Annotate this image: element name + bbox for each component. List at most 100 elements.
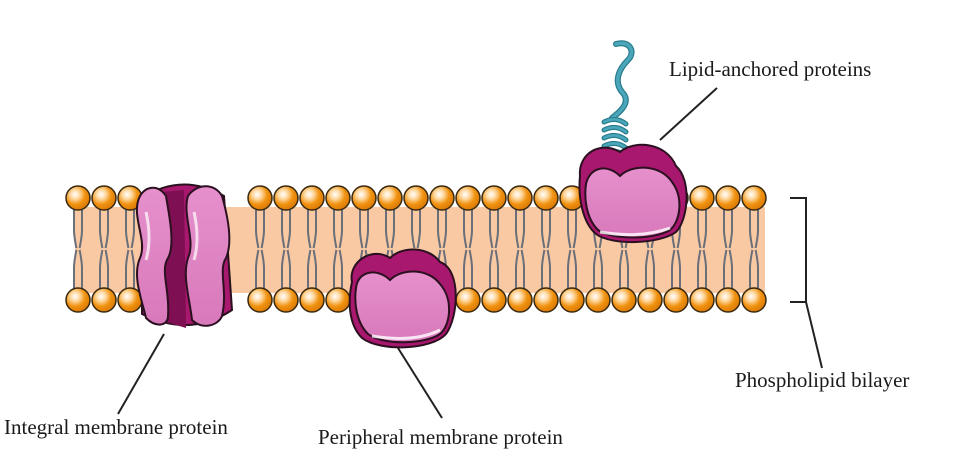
lipid-tail <box>489 210 494 249</box>
phosphate-head <box>351 185 377 211</box>
lipid-tail <box>723 210 728 249</box>
phosphate-head <box>507 287 533 313</box>
lipid-tail <box>593 249 598 288</box>
phosphate-head <box>741 287 767 313</box>
lipid-tail <box>494 249 499 288</box>
lipid-tail <box>333 210 338 249</box>
phosphate-head <box>689 287 715 313</box>
lipid-tail <box>73 210 78 249</box>
lipid-tail <box>104 249 109 288</box>
lipid-tail <box>468 249 473 288</box>
lipid-tail <box>754 210 759 249</box>
lipid-tail <box>260 249 265 288</box>
lipid-tail <box>728 210 733 249</box>
lipid-tail <box>411 210 416 249</box>
lipid-tail <box>125 249 130 288</box>
lipid-tail <box>572 249 577 288</box>
lipid-tail <box>255 249 260 288</box>
lipid-tail <box>645 249 650 288</box>
lipid-tail <box>437 210 442 249</box>
lipid-tail <box>99 249 104 288</box>
lipid-tail <box>255 210 260 249</box>
phosphate-head <box>533 287 559 313</box>
lipid-tail <box>281 210 286 249</box>
phosphate-head <box>299 185 325 211</box>
lipid-tail <box>463 210 468 249</box>
lipid-tail <box>754 249 759 288</box>
leader-bilayer <box>805 301 823 369</box>
phosphate-head <box>247 287 273 313</box>
lipid-tail <box>463 249 468 288</box>
phosphate-head <box>429 185 455 211</box>
phosphate-head <box>325 185 351 211</box>
phosphate-head <box>325 287 351 313</box>
lipid-tail <box>723 249 728 288</box>
lipid-tail <box>624 249 629 288</box>
lipid-tail <box>385 210 390 249</box>
phosphate-head <box>507 185 533 211</box>
lipid-tail <box>312 210 317 249</box>
lipid-tail <box>125 210 130 249</box>
lipid-tail <box>260 210 265 249</box>
phosphate-head <box>715 287 741 313</box>
lipid-tail <box>671 249 676 288</box>
phosphate-head <box>91 287 117 313</box>
lipid-tail <box>468 210 473 249</box>
lipid-tail <box>520 210 525 249</box>
lipid-tail <box>567 210 572 249</box>
lipid-tail <box>520 249 525 288</box>
lipid-tail <box>676 210 681 249</box>
lipid-tail <box>598 249 603 288</box>
lipid-tail <box>697 249 702 288</box>
phosphate-head <box>273 287 299 313</box>
phosphate-head <box>611 287 637 313</box>
phosphate-head <box>455 287 481 313</box>
lipid-tail <box>515 210 520 249</box>
leader-integral <box>117 333 165 415</box>
lipid-tail <box>650 249 655 288</box>
lipid-tail <box>416 210 421 249</box>
phosphate-head <box>559 287 585 313</box>
lipid-tail <box>702 249 707 288</box>
phosphate-head <box>403 185 429 211</box>
label-lipid-anchored-proteins: Lipid-anchored proteins <box>669 57 871 81</box>
lipid-tail <box>390 210 395 249</box>
phosphate-head <box>481 287 507 313</box>
lipid-tail <box>619 249 624 288</box>
phosphate-head <box>65 287 91 313</box>
phosphate-head <box>91 185 117 211</box>
phosphate-head <box>299 287 325 313</box>
lipid-tail <box>333 249 338 288</box>
phosphate-head <box>273 185 299 211</box>
lipid-tail <box>697 210 702 249</box>
phosphate-head <box>377 185 403 211</box>
lipid-tail <box>728 249 733 288</box>
lipid-tail <box>307 210 312 249</box>
lipid-tail <box>749 249 754 288</box>
lipid-tail <box>286 210 291 249</box>
leader-lipid-anchored <box>659 87 718 141</box>
label-integral-membrane-protein: Integral membrane protein <box>4 415 228 439</box>
lipid-tail <box>489 249 494 288</box>
phosphate-head <box>585 287 611 313</box>
lipid-tail <box>515 249 520 288</box>
phosphate-head <box>663 287 689 313</box>
lipid-tail <box>546 249 551 288</box>
lipid-tail <box>286 249 291 288</box>
lipid-tail <box>281 249 286 288</box>
lipid-tail <box>702 210 707 249</box>
lipid-tail <box>494 210 499 249</box>
lipid-tail <box>749 210 754 249</box>
lipid-tail <box>104 210 109 249</box>
leader-peripheral <box>397 347 443 419</box>
lipid-tail <box>364 210 369 249</box>
lipid-tail <box>130 249 135 288</box>
lipid-tail <box>567 249 572 288</box>
lipid-tail <box>359 210 364 249</box>
lipid-tail <box>541 210 546 249</box>
phosphate-head <box>247 185 273 211</box>
lipid-tail <box>541 249 546 288</box>
lipid-tail <box>676 249 681 288</box>
lipid-tail <box>99 210 104 249</box>
